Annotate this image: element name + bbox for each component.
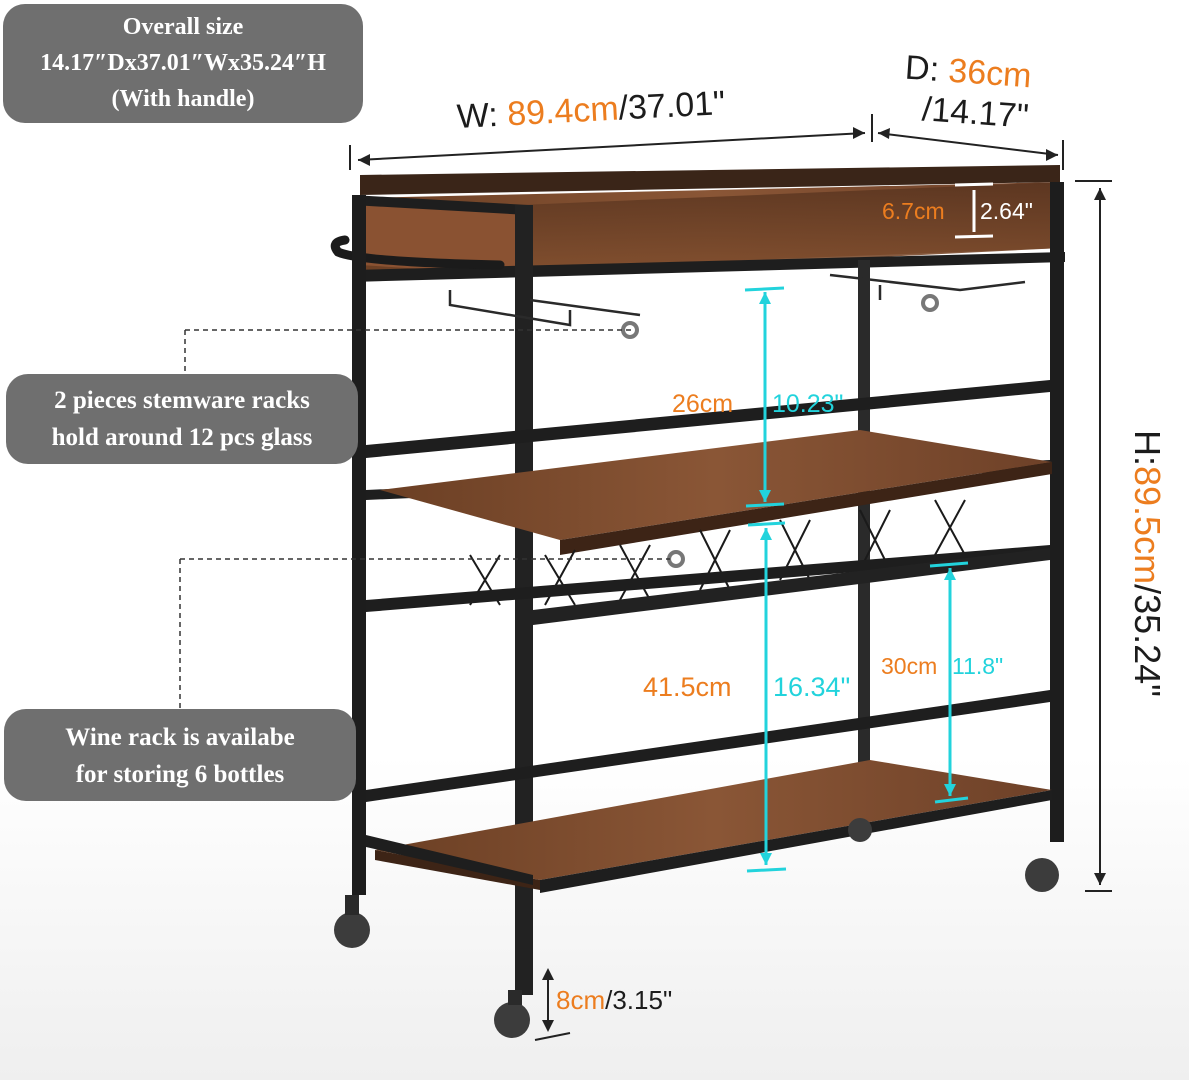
height-metric: 89.5cm (1127, 466, 1168, 585)
overall-size-callout: Overall size 14.17″Dx37.01″Wx35.24″H (Wi… (3, 4, 363, 123)
lower-gap-imperial: 16.34" (773, 672, 851, 702)
width-imperial: /37.01" (617, 84, 727, 128)
width-prefix: W: (455, 95, 509, 137)
overall-size-note: (With handle) (111, 86, 255, 112)
bottom-gap-imperial: 11.8" (952, 653, 1004, 679)
height-prefix: H: (1127, 430, 1168, 466)
clearance-metric: 8cm (556, 985, 606, 1015)
depth-imperial: /14.17" (920, 90, 1030, 136)
upper-gap-metric: 26cm (672, 390, 734, 418)
depth-metric: 36cm (947, 51, 1033, 96)
lower-gap-metric: 41.5cm (643, 672, 732, 702)
tray-rim-metric: 6.7cm (882, 198, 945, 224)
height-imperial: /35.24" (1127, 584, 1168, 697)
height-label: H:89.5cm/35.24" (1126, 430, 1168, 697)
ground-clearance-label: 8cm/3.15" (556, 985, 672, 1016)
stemware-line-2: hold around 12 pcs glass (51, 424, 313, 451)
upper-gap-imperial: 10.23" (772, 390, 844, 418)
wine-rack-line-1: Wine rack is availabe (65, 724, 295, 751)
stemware-callout: 2 pieces stemware racks hold around 12 p… (6, 374, 358, 464)
width-metric: 89.4cm (506, 89, 620, 134)
wine-rack-line-2: for storing 6 bottles (75, 761, 285, 788)
clearance-imperial: /3.15" (605, 985, 673, 1015)
wine-rack-callout: Wine rack is availabe for storing 6 bott… (4, 709, 356, 801)
tray-rim-imperial: 2.64" (980, 198, 1033, 224)
depth-prefix: D: (903, 48, 950, 90)
bottom-gap-metric: 30cm (881, 653, 938, 679)
overall-size-title: Overall size (122, 14, 244, 40)
overall-size-dimensions: 14.17″Dx37.01″Wx35.24″H (40, 50, 326, 76)
stemware-line-1: 2 pieces stemware racks (54, 387, 310, 414)
